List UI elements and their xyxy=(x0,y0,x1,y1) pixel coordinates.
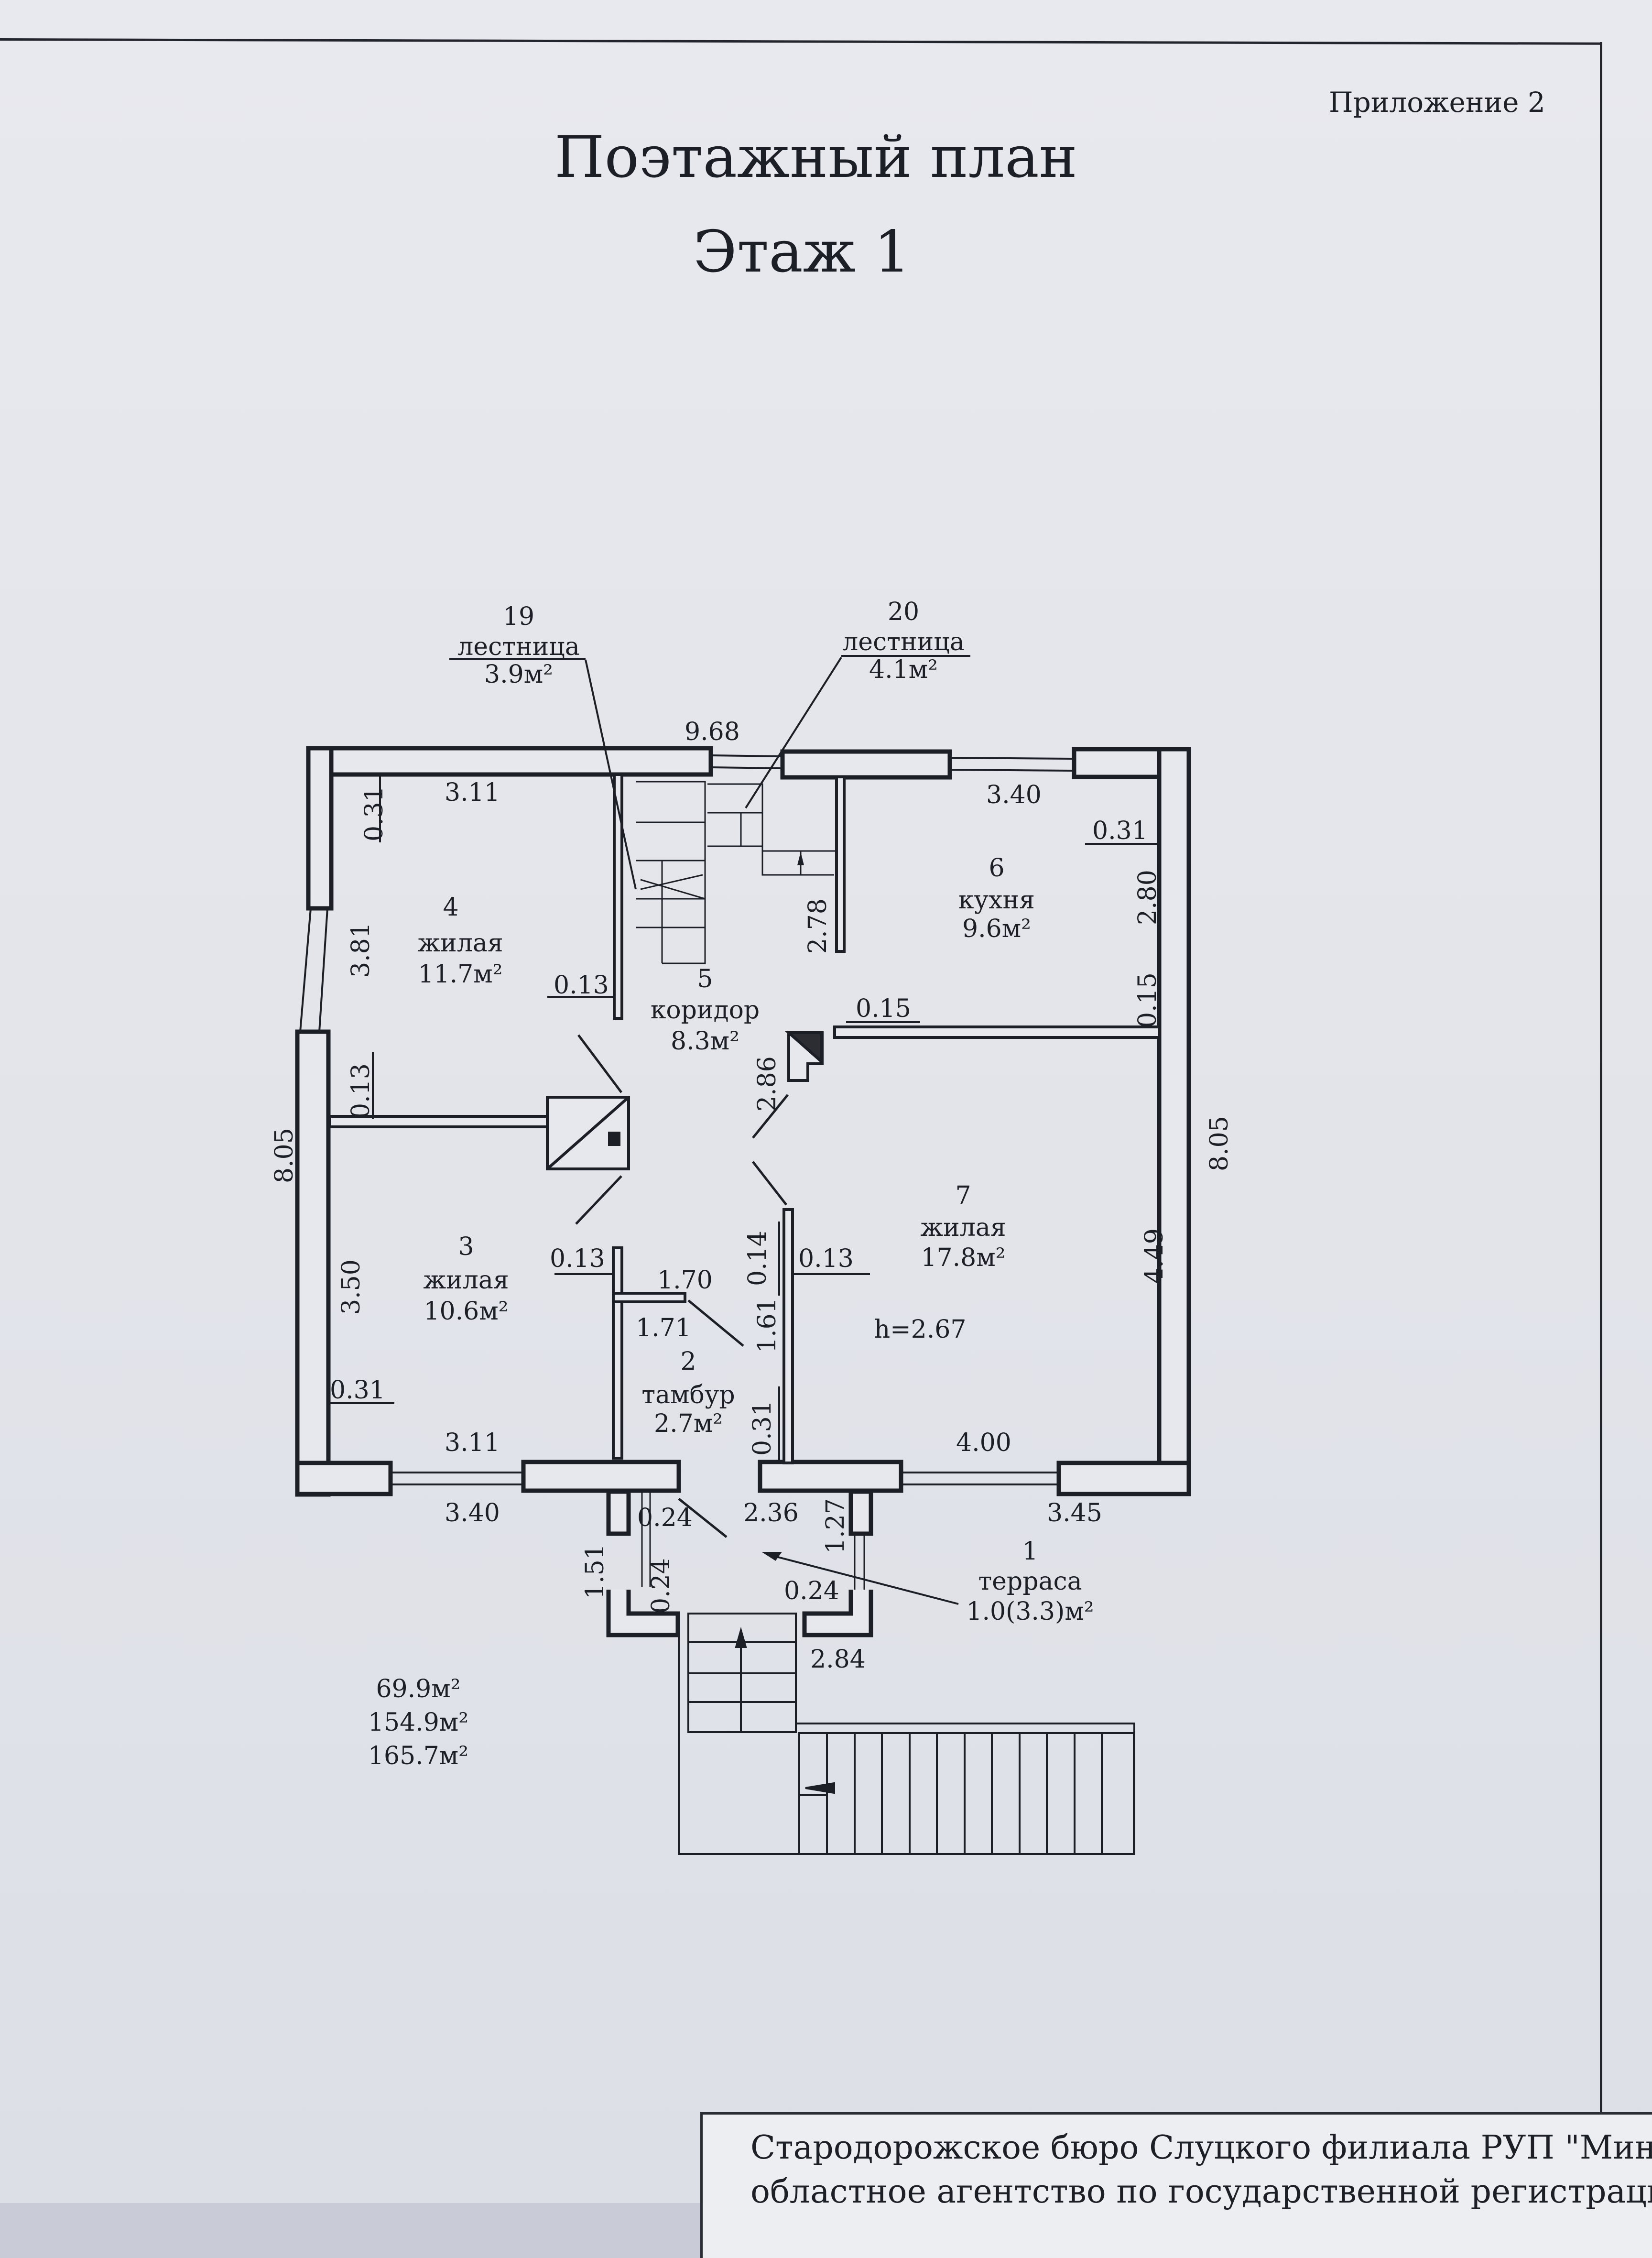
dim-room3-width: 3.11 xyxy=(445,1429,500,1457)
chimney xyxy=(546,1031,824,1170)
dim-left-total: 8.05 xyxy=(270,1128,299,1183)
dim-partition-3-2: 0.13 xyxy=(550,1244,605,1273)
total-area-3: 165.7м² xyxy=(368,1742,468,1770)
dim-terrace-wall-b: 0.24 xyxy=(647,1558,675,1614)
ceiling-height: h=2.67 xyxy=(874,1315,967,1344)
dim-entry-width: 2.36 xyxy=(743,1499,799,1527)
dim-vestibule-wall: 0.31 xyxy=(748,1400,777,1456)
room-1-number: 1 xyxy=(1022,1537,1038,1566)
dim-partition-4-5: 0.13 xyxy=(554,971,609,1000)
dim-kitchen-wall: 0.31 xyxy=(1092,817,1148,845)
room-19-area: 3.9м² xyxy=(484,660,553,689)
room-4-number: 4 xyxy=(443,893,458,922)
top-wall xyxy=(307,746,1191,780)
dim-kitchen-width: 3.40 xyxy=(986,781,1042,809)
left-wall xyxy=(295,746,334,1497)
room-1-name: терраса xyxy=(978,1567,1082,1596)
room-labels: 19 лестница 3.9м² 20 лестница 4.1м² 4 жи… xyxy=(417,598,1094,1626)
terrace xyxy=(606,1489,873,1637)
area-totals: 69.9м² 154.9м² 165.7м² xyxy=(368,1675,468,1770)
room-3-number: 3 xyxy=(458,1233,474,1261)
dim-vestibule-inner: 1.71 xyxy=(636,1314,691,1342)
room-4-area: 11.7м² xyxy=(418,960,502,989)
dim-terrace-width: 2.84 xyxy=(810,1645,866,1674)
dimension-labels: 9.68 3.11 3.40 0.31 0.13 0.15 0.13 1.70 … xyxy=(270,718,1234,1674)
dim-kitchen-partition: 0.15 xyxy=(1133,972,1162,1028)
room-7-area: 17.8м² xyxy=(921,1244,1005,1272)
room-2-number: 2 xyxy=(680,1347,696,1376)
dim-terrace-depth: 1.51 xyxy=(581,1544,609,1599)
room-5-name: коридор xyxy=(651,996,760,1025)
dim-room4-height: 3.81 xyxy=(347,922,375,978)
dim-corridor-partition: 0.15 xyxy=(856,994,911,1023)
room-19-number: 19 xyxy=(503,602,534,631)
dim-terrace-wall-a: 0.24 xyxy=(637,1504,693,1532)
exterior-walls xyxy=(295,746,1191,1497)
room-3-area: 10.6м² xyxy=(424,1297,508,1326)
dim-terrace-wall-c: 0.24 xyxy=(784,1577,839,1605)
dim-vestibule-height: 1.61 xyxy=(753,1298,782,1353)
room-20-name: лестница xyxy=(842,628,964,656)
frame-right-border xyxy=(1600,42,1602,2203)
room-2-area: 2.7м² xyxy=(654,1409,723,1438)
dim-kitchen-height: 2.80 xyxy=(1133,870,1162,925)
room-6-area: 9.6м² xyxy=(962,915,1031,943)
dim-stair-length: 2.78 xyxy=(804,898,832,954)
room-7-name: жилая xyxy=(920,1213,1006,1242)
room-3-name: жилая xyxy=(423,1266,509,1295)
dim-partition-2-7: 0.13 xyxy=(798,1244,854,1273)
leader-lines xyxy=(449,655,970,1605)
total-area-1: 69.9м² xyxy=(376,1675,460,1703)
room-5-area: 8.3м² xyxy=(671,1027,739,1056)
appendix-label: Приложение 2 xyxy=(1329,86,1545,119)
room-19-name: лестница xyxy=(457,633,579,661)
stamp-line-2: областное агентство по государственной р… xyxy=(750,2173,1652,2211)
outer-steps xyxy=(678,1613,1135,1855)
total-area-2: 154.9м² xyxy=(368,1708,468,1737)
room-1-area: 1.0(3.3)м² xyxy=(966,1597,1094,1626)
dim-bottom-left: 3.40 xyxy=(445,1499,500,1527)
room-20-number: 20 xyxy=(888,598,919,626)
dim-terrace-side: 1.27 xyxy=(821,1498,850,1554)
stairs-19-20 xyxy=(636,781,837,964)
floor-label: Этаж 1 xyxy=(693,219,911,285)
dim-room7-height: 4.49 xyxy=(1140,1228,1169,1284)
right-wall xyxy=(1157,747,1191,1496)
dim-room3-height: 3.50 xyxy=(337,1259,366,1315)
room-20-area: 4.1м² xyxy=(869,655,938,684)
dim-room7-width: 4.00 xyxy=(956,1429,1011,1457)
registry-stamp: Стародорожское бюро Слуцкого филиала РУП… xyxy=(700,2112,1652,2258)
room-5-number: 5 xyxy=(697,965,713,993)
door-swings xyxy=(575,1034,789,1538)
interior-partitions xyxy=(328,773,1161,1464)
dim-vestibule-partition: 0.14 xyxy=(743,1231,772,1286)
dim-partition-3-4: 0.13 xyxy=(347,1063,375,1119)
dimension-lines xyxy=(330,774,1160,1461)
dim-room4-wall: 0.31 xyxy=(360,786,389,841)
dim-corridor-height: 2.86 xyxy=(753,1056,782,1112)
room-6-number: 6 xyxy=(989,854,1004,883)
terrace-rails xyxy=(641,1492,865,1590)
dim-room3-wall: 0.31 xyxy=(330,1376,385,1405)
bottom-wall xyxy=(295,1460,1191,1496)
dim-room4-width: 3.11 xyxy=(445,778,500,807)
room-2-name: тамбур xyxy=(641,1381,735,1409)
room-4-name: жилая xyxy=(417,929,503,958)
stamp-line-1: Стародорожское бюро Слуцкого филиала РУП… xyxy=(750,2129,1652,2167)
dim-right-total: 8.05 xyxy=(1205,1116,1234,1171)
dim-vestibule-width: 1.70 xyxy=(657,1266,713,1295)
page-title: Поэтажный план xyxy=(554,124,1077,191)
room-7-number: 7 xyxy=(955,1181,971,1210)
dim-top-total: 9.68 xyxy=(685,718,740,746)
dim-bottom-right: 3.45 xyxy=(1047,1499,1102,1527)
room-6-name: кухня xyxy=(958,886,1035,915)
floor-plan: 19 лестница 3.9м² 20 лестница 4.1м² 4 жи… xyxy=(270,598,1234,1855)
